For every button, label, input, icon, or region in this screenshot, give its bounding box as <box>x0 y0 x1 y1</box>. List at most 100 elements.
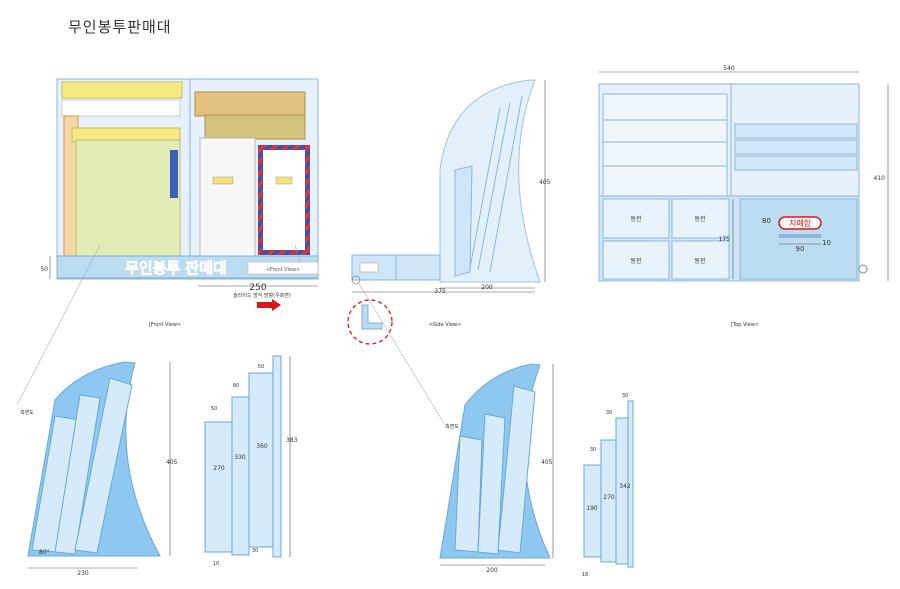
dim-detail2-bottom: 18 <box>582 572 588 578</box>
coin-label-4: 동전 <box>694 257 705 265</box>
dim-slot-depth: 10 <box>822 239 831 247</box>
coin-cell-1 <box>602 198 670 239</box>
dim-detail1-height: 405 <box>166 459 178 466</box>
dim-detail1-total: 383 <box>286 437 298 444</box>
side-drawer-handle <box>359 262 379 273</box>
white-envelope <box>61 99 181 117</box>
slide-direction-arrow <box>257 299 281 311</box>
detail-side-1: 80° 측면도 405 230 50 80 50 270 330 360 383… <box>20 355 298 577</box>
coin-cell-2 <box>671 198 730 239</box>
detail-marker <box>351 275 361 285</box>
detail-callout-circle <box>347 299 393 345</box>
detail1-label: 측면도 <box>20 409 34 416</box>
detail2-step-4 <box>627 400 634 568</box>
detail2-panel-2 <box>477 413 506 555</box>
side-view: 405 200 375 <Side View> <box>347 79 551 426</box>
side-panel-line-3 <box>489 95 523 273</box>
dim-side-base: 375 <box>434 288 446 295</box>
detail1-step-3 <box>248 372 274 548</box>
top-shelf-2 <box>734 139 858 155</box>
bill-slot <box>779 234 821 238</box>
white-window-envelope <box>199 137 256 257</box>
dim-detail2-step-1: 30 <box>590 447 596 453</box>
dim-side-height: 405 <box>539 179 551 186</box>
detail-bracket <box>361 304 383 330</box>
detail1-panel-2 <box>54 394 101 555</box>
side-panel-line-1 <box>469 107 501 269</box>
detail2-panel-1 <box>454 435 483 553</box>
dim-detail1-bottom-2: 30 <box>252 548 258 554</box>
dim-detail2-panel-3: 342 <box>619 483 631 490</box>
dim-front-width: 250 <box>249 283 266 293</box>
coin-label-3: 동전 <box>630 257 641 265</box>
top-slot-3 <box>602 141 728 167</box>
dim-detail2-step-3: 30 <box>622 393 628 399</box>
envelope-stamp <box>212 176 234 185</box>
leader-line-right <box>357 281 446 426</box>
front-view-label: [Front View> <box>149 322 181 328</box>
top-slot-2 <box>602 119 728 143</box>
detail1-panel-3 <box>74 377 133 554</box>
coin-label-1: 동전 <box>630 215 641 223</box>
detail1-step-2 <box>231 396 250 556</box>
green-envelope <box>75 139 181 257</box>
top-view: 동전 동전 동전 동전 지폐함 80 90 10 175 540 410 [To… <box>598 65 889 328</box>
bill-compartment <box>739 198 858 280</box>
top-shelf-1 <box>734 123 858 139</box>
bill-slot-label: 지폐함 <box>789 218 812 228</box>
side-view-label: <Side View> <box>429 322 462 328</box>
dim-detail1-step-top-2: 80 <box>233 383 239 389</box>
front-sub-label: <Front View> <box>266 267 300 273</box>
kraft-envelope-large <box>194 91 306 117</box>
front-view: 무인봉투 판매대 <Front View> 50 250 슬라이드 방식 방향(… <box>16 78 319 406</box>
top-view-label: [Top View> <box>731 322 759 328</box>
dim-detail2-panel-1: 190 <box>586 505 598 512</box>
airmail-envelope-body <box>263 150 305 250</box>
dim-slot-height: 80 <box>762 217 771 225</box>
dim-detail1-panel-1: 270 <box>213 465 225 472</box>
coin-label-2: 동전 <box>694 215 705 223</box>
top-shelf-3 <box>734 155 858 171</box>
dim-detail1-step-top-1: 50 <box>211 406 217 412</box>
page-title: 무인봉투판매대 <box>68 18 172 36</box>
coin-cell-4 <box>671 240 730 280</box>
detail1-step-4 <box>272 355 282 558</box>
dim-detail2-panel-2: 270 <box>603 494 615 501</box>
leader-line-left <box>16 244 101 406</box>
detail2-step-2 <box>600 439 617 563</box>
slide-note: 슬라이드 방식 방향(우측면) <box>233 292 291 299</box>
top-slot-1 <box>602 93 728 121</box>
detail2-step-3 <box>615 417 629 565</box>
top-slot-4 <box>602 165 728 197</box>
dim-detail1-panel-3: 360 <box>256 443 268 450</box>
yellow-envelope <box>61 81 183 99</box>
detail1-angle: 80° <box>39 549 50 556</box>
detail1-step-1 <box>204 421 233 553</box>
top-knob <box>858 264 868 274</box>
detail-side-2: 측면도 405 200 30 30 30 190 270 342 18 <box>439 363 634 578</box>
dim-side-depth: 200 <box>481 284 493 291</box>
side-panel-front <box>454 165 473 277</box>
side-panel-line-2 <box>477 101 511 271</box>
front-sub-label-box <box>247 261 319 275</box>
envelope-side-print <box>170 150 178 198</box>
dim-detail1-bottom-1: 10 <box>213 561 219 567</box>
dim-detail2-height: 405 <box>541 459 553 466</box>
dim-inner-height: 175 <box>719 236 731 243</box>
kraft-envelope-medium <box>204 114 306 140</box>
bill-slot-badge <box>778 216 822 230</box>
dim-detail1-panel-2: 330 <box>234 454 246 461</box>
detail2-label: 측면도 <box>445 423 459 430</box>
dim-detail2-width: 200 <box>486 567 498 574</box>
airmail-stamp <box>275 176 293 185</box>
dim-slot-width: 90 <box>796 245 805 253</box>
detail2-panel-3 <box>497 385 536 554</box>
dim-top-height: 410 <box>874 175 886 182</box>
dim-detail2-step-2: 30 <box>606 410 612 416</box>
dim-detail1-width: 230 <box>77 570 89 577</box>
coin-cell-3 <box>602 240 670 280</box>
front-banner-text: 무인봉투 판매대 <box>125 259 227 277</box>
dim-front-height: 50 <box>40 266 48 273</box>
dim-top-width: 540 <box>723 65 735 72</box>
